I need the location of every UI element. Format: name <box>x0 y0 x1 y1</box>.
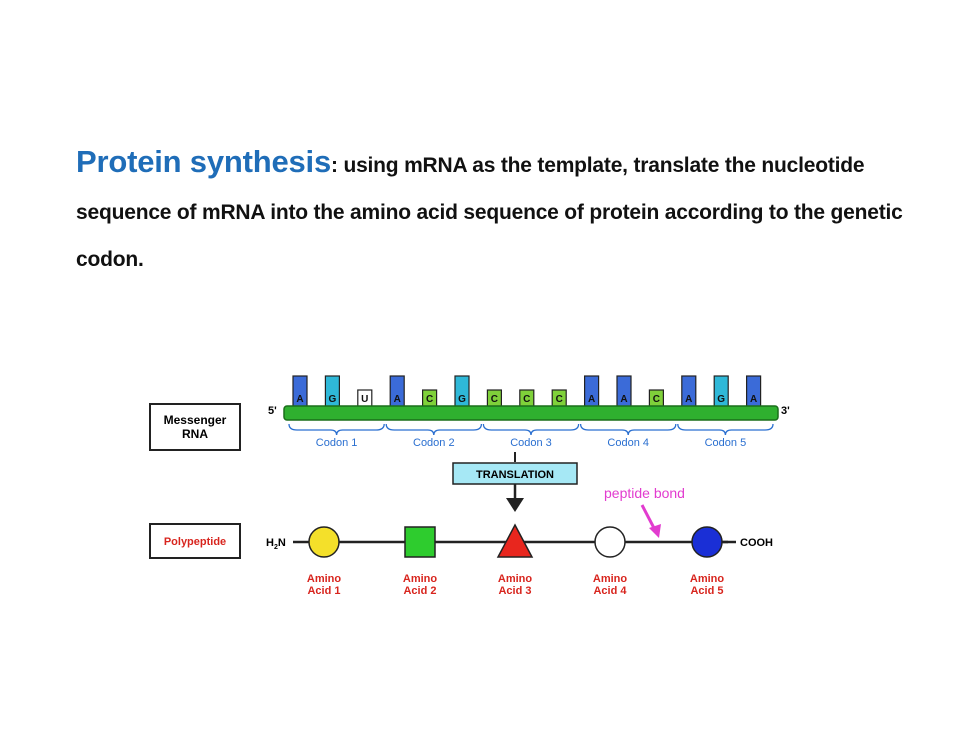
base-13: A <box>681 375 697 409</box>
n-terminus-label: H2N <box>266 537 286 551</box>
amino-acid-shape <box>691 526 723 558</box>
base-4: A <box>389 375 405 409</box>
amino-acid-label-line1: Amino <box>593 573 628 585</box>
heading-title: Protein synthesis <box>76 144 332 179</box>
base-letter: A <box>296 394 303 405</box>
amino-acid-shape <box>496 523 534 558</box>
mrna-label-line2: RNA <box>182 427 208 441</box>
base-7: C <box>486 389 502 409</box>
base-15: A <box>745 375 762 409</box>
codon-label: Codon 1 <box>316 437 358 449</box>
base-letter: G <box>458 394 466 405</box>
polypeptide-label-text: Polypeptide <box>164 536 226 548</box>
base-letter: C <box>653 394 660 405</box>
peptide-bond-label: peptide bond <box>604 485 685 501</box>
polypeptide-label: Polypeptide <box>149 523 241 559</box>
three-prime-label: 3' <box>781 405 790 417</box>
down-arrow-icon <box>506 498 524 512</box>
c-terminus-label: COOH <box>740 537 773 549</box>
base-letter: C <box>491 394 498 405</box>
base-letter: A <box>750 394 757 405</box>
base-letter: C <box>523 394 530 405</box>
amino-acid-label-line1: Amino <box>403 573 438 585</box>
amino-acid-label-line2: Acid 1 <box>307 585 340 597</box>
codon-labels: Codon 1 Codon 2 Codon 3 Codon 4 Codon 5 <box>288 423 774 449</box>
amino-acid-shape <box>308 526 340 558</box>
codon-1: Codon 1 <box>288 423 385 449</box>
codon-2: Codon 2 <box>385 423 483 449</box>
base-9: C <box>551 389 567 409</box>
amino-acid-shape <box>594 526 626 558</box>
codon-3: Codon 3 <box>482 423 580 449</box>
mrna-backbone <box>283 405 779 421</box>
heading-text: : using mRNA as the template, translate … <box>76 154 903 271</box>
amino-acid-label-line2: Acid 5 <box>690 585 723 597</box>
base-1: A <box>292 375 308 409</box>
amino-acid-label-line2: Acid 4 <box>593 585 627 597</box>
base-5: C <box>422 389 438 409</box>
slide-heading: Protein synthesis: using mRNA as the tem… <box>76 138 936 283</box>
codon-label: Codon 5 <box>705 437 747 449</box>
translation-label: TRANSLATION <box>476 469 554 481</box>
codon-label: Codon 4 <box>607 437 649 449</box>
peptide-bond-arrow-icon <box>640 504 661 538</box>
amino-acid-label-line2: Acid 2 <box>403 585 436 597</box>
base-letter: G <box>717 394 725 405</box>
base-letter: U <box>361 394 368 405</box>
base-letter: A <box>588 394 595 405</box>
amino-acid-shape <box>404 526 436 558</box>
codon-label: Codon 2 <box>413 437 455 449</box>
base-10: A <box>583 375 600 409</box>
codon-label: Codon 3 <box>510 437 552 449</box>
base-6: G <box>454 375 470 409</box>
base-letter: C <box>556 394 563 405</box>
messenger-rna-label: Messenger RNA <box>149 403 241 451</box>
mrna-label-line1: Messenger <box>164 413 227 427</box>
amino-acid-label-line1: Amino <box>498 573 533 585</box>
amino-acid-label-line1: Amino <box>307 573 342 585</box>
amino-acid-label-line2: Acid 3 <box>498 585 531 597</box>
five-prime-label: 5' <box>268 405 277 417</box>
codon-5: Codon 5 <box>677 423 774 449</box>
codon-4: Codon 4 <box>579 423 677 449</box>
translation-step: TRANSLATION <box>452 452 578 512</box>
base-letter: A <box>685 394 692 405</box>
base-letter: C <box>426 394 433 405</box>
base-letter: A <box>394 394 401 405</box>
base-2: G <box>324 375 340 409</box>
base-14: G <box>713 375 729 409</box>
base-letter: G <box>329 394 337 405</box>
amino-acid-label-line1: Amino <box>690 573 725 585</box>
base-letter: A <box>620 394 627 405</box>
base-11: A <box>616 375 632 409</box>
